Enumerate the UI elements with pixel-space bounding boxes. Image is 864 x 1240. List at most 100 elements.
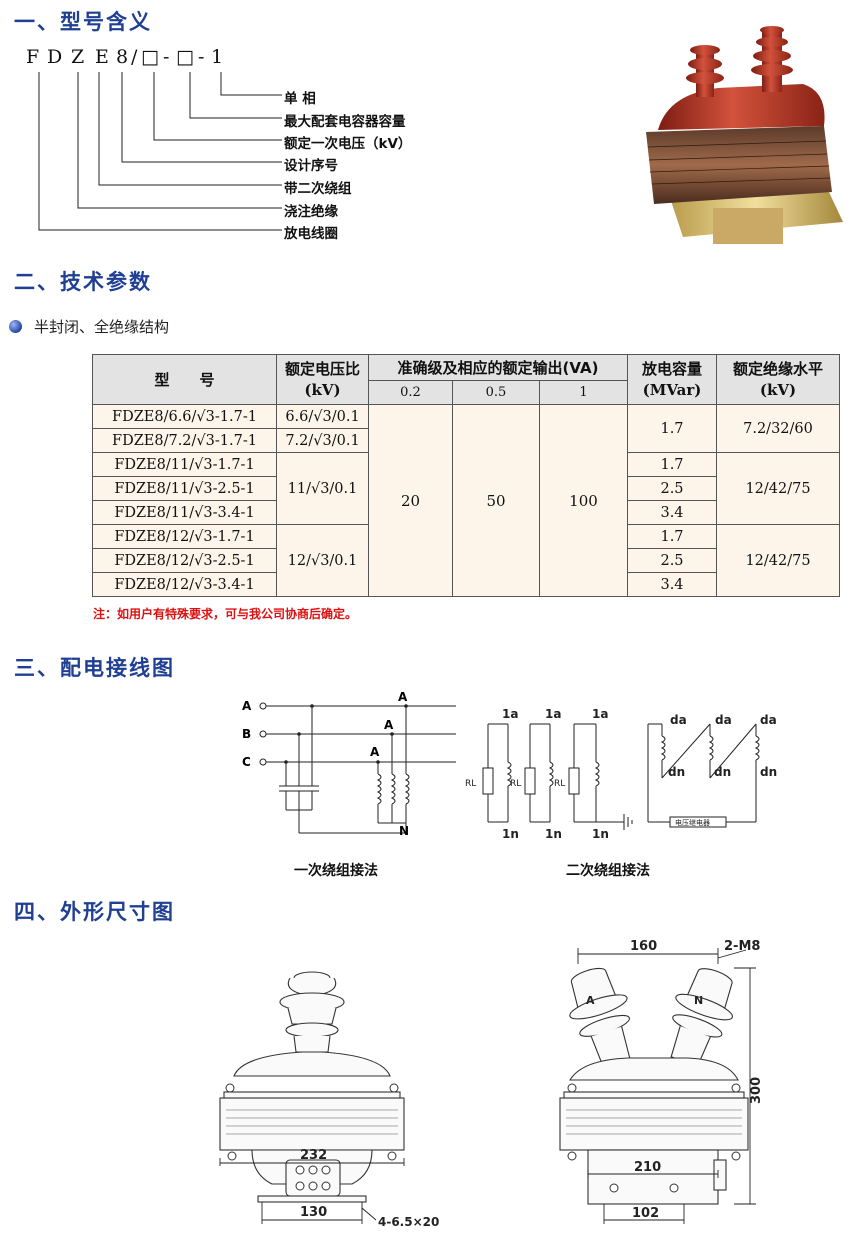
meaning-capacity: 最大配套电容器容量 <box>284 114 406 130</box>
th-insulation-label: 额定绝缘水平 <box>732 359 823 378</box>
th-accuracy: 准确级及相应的额定输出(VA) <box>368 354 628 381</box>
coil-a-label: A <box>384 718 394 732</box>
dim-spacing-160: 160 <box>630 939 657 954</box>
meaning-phase: 单 相 <box>284 91 316 107</box>
insulator-a-label: A <box>586 994 595 1007</box>
table-row-model: FDZE8/11/√3-2.5-1 <box>92 476 277 501</box>
special-request-note: 注：如用户有特殊要求，可与我公司协商后确定。 <box>93 607 358 621</box>
table-row-model: FDZE8/7.2/√3-1.7-1 <box>92 428 277 453</box>
sec-1n-label: 1n <box>592 827 609 841</box>
code-char: - <box>198 46 205 68</box>
phase-b-label: B <box>242 727 251 741</box>
rl-label: RL <box>554 779 565 789</box>
dim-width-210: 210 <box>634 1160 661 1175</box>
model-code-leader-lines <box>38 72 282 231</box>
discharge-cell: 2.5 <box>627 548 717 573</box>
phase-c-label: C <box>242 755 251 769</box>
insulation-cell: 12/42/75 <box>716 524 840 597</box>
th-discharge-unit: (MVar) <box>642 380 702 399</box>
insulator-n-label: N <box>694 994 703 1007</box>
th-discharge: 放电容量 (MVar) <box>627 354 717 405</box>
dim-holes: 4-6.5×20 <box>378 1215 439 1229</box>
code-char: □ <box>141 46 159 68</box>
insulation-cell: 12/42/75 <box>716 452 840 525</box>
primary-wiring-diagram: A B C A A A N <box>242 690 456 838</box>
ratio-cell: 12/√3/0.1 <box>276 524 369 597</box>
dim-base-102: 102 <box>632 1206 659 1221</box>
section-title-tech-params: 二、技术参数 <box>14 270 152 294</box>
table-row-model: FDZE8/11/√3-1.7-1 <box>92 452 277 477</box>
phase-a-label: A <box>242 699 252 713</box>
discharge-cell: 2.5 <box>627 476 717 501</box>
meaning-voltage: 额定一次电压（kV） <box>284 136 412 152</box>
meaning-secondary-winding: 带二次绕组 <box>284 181 352 197</box>
code-char: □ <box>176 46 194 68</box>
neutral-label: N <box>399 824 409 838</box>
sec-1a-label: 1a <box>592 707 608 721</box>
section-title-model-meaning: 一、型号含义 <box>14 10 152 34</box>
output-02-cell: 20 <box>368 404 453 597</box>
output-1-cell: 100 <box>539 404 628 597</box>
code-char: D <box>47 46 63 68</box>
relay-label: 电压继电器 <box>675 818 710 827</box>
meaning-design-serial: 设计序号 <box>284 158 338 174</box>
rl-label: RL <box>510 779 521 789</box>
secondary-wiring-diagram: 1a 1a 1a 1n 1n 1n da da da dn dn dn RL R… <box>465 707 777 841</box>
ratio-cell: 7.2/√3/0.1 <box>276 428 369 453</box>
spec-table: 型 号 额定电压比 (kV) 准确级及相应的额定输出(VA) 放电容量 (MVar)… <box>92 354 840 597</box>
code-char: - <box>163 46 170 68</box>
th-model: 型 号 <box>92 354 277 405</box>
th-ratio-label: 额定电压比 <box>284 359 360 378</box>
th-ratio: 额定电压比 (kV) <box>276 354 369 405</box>
meaning-cast-insulation: 浇注绝缘 <box>284 204 338 220</box>
coil-a-label: A <box>398 690 408 704</box>
ratio-cell: 11/√3/0.1 <box>276 452 369 525</box>
side-view-drawing: 160 2-M8 210 102 300 A N <box>559 939 764 1224</box>
table-row-model: FDZE8/6.6/√3-1.7-1 <box>92 404 277 429</box>
delta-dn-label: dn <box>668 765 685 779</box>
dim-terminal: 2-M8 <box>724 939 760 954</box>
table-row-model: FDZE8/12/√3-1.7-1 <box>92 524 277 549</box>
table-row-model: FDZE8/11/√3-3.4-1 <box>92 500 277 525</box>
code-char: 1 <box>211 46 224 68</box>
th-acc-02: 0.2 <box>368 380 453 405</box>
ratio-cell: 6.6/√3/0.1 <box>276 404 369 429</box>
code-char: 8 <box>116 46 129 68</box>
code-char: Z <box>71 46 85 68</box>
dim-width-232: 232 <box>300 1148 327 1163</box>
discharge-cell: 1.7 <box>627 524 717 549</box>
th-acc-05: 0.5 <box>452 380 540 405</box>
section-title-wiring: 三、配电接线图 <box>14 656 175 680</box>
th-acc-1: 1 <box>539 380 628 405</box>
code-char: E <box>95 46 109 68</box>
discharge-cell: 1.7 <box>627 452 717 477</box>
sec-1n-label: 1n <box>502 827 519 841</box>
front-view-drawing: 232 130 4-6.5×20 <box>219 971 439 1229</box>
coil-a-label: A <box>370 745 380 759</box>
table-row-model: FDZE8/12/√3-2.5-1 <box>92 548 277 573</box>
rl-label: RL <box>465 779 476 789</box>
caption-secondary: 二次绕组接法 <box>566 863 650 879</box>
meaning-discharge-coil: 放电线圈 <box>284 226 338 242</box>
dim-height-300: 300 <box>749 1077 764 1104</box>
th-insulation: 额定绝缘水平 (kV) <box>716 354 840 405</box>
table-row-model: FDZE8/12/√3-3.4-1 <box>92 572 277 597</box>
th-ratio-unit: (kV) <box>304 380 341 399</box>
code-char: / <box>131 46 138 68</box>
code-char: F <box>26 46 40 68</box>
delta-dn-label: dn <box>760 765 777 779</box>
discharge-cell: 3.4 <box>627 500 717 525</box>
section-title-dimensions: 四、外形尺寸图 <box>14 900 175 924</box>
delta-da-label: da <box>715 713 732 727</box>
discharge-cell: 1.7 <box>627 404 717 453</box>
output-05-cell: 50 <box>452 404 540 597</box>
sec-1n-label: 1n <box>545 827 562 841</box>
discharge-cell: 3.4 <box>627 572 717 597</box>
th-insulation-unit: (kV) <box>759 380 797 399</box>
insulation-cell: 7.2/32/60 <box>716 404 840 453</box>
th-discharge-label: 放电容量 <box>641 359 702 378</box>
delta-da-label: da <box>670 713 687 727</box>
bullet-icon <box>9 320 22 333</box>
sec-1a-label: 1a <box>545 707 561 721</box>
